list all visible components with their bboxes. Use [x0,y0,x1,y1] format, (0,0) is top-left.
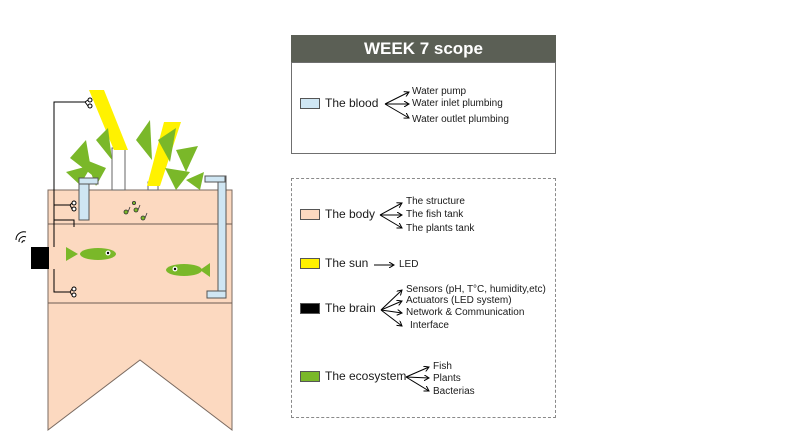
panel-title: WEEK 7 scope [291,35,556,62]
blood-item: Water pump [412,86,467,97]
ecosystem-item: Plants [433,373,461,384]
plant-leaves [66,120,204,190]
ecosystem-item: Bacterias [433,386,475,397]
led-beam-left [89,90,128,150]
brain-item: Sensors (pH, T°C, humidity,etc) [406,284,546,295]
body-swatch [300,209,320,220]
blood-panel [291,62,556,154]
ecosystem-swatch [300,371,320,382]
brain-item: Actuators (LED system) [406,295,512,306]
brain-swatch [300,303,320,314]
blood-swatch [300,98,320,109]
blood-label: The blood [325,96,379,110]
sun-label: The sun [325,256,369,270]
blood-item: Water inlet plumbing [412,98,503,109]
sun-swatch [300,258,320,269]
bacteria [123,200,148,221]
body-item: The structure [406,196,465,207]
body-label: The body [325,207,376,221]
brain-item: Interface [410,320,449,331]
body-item: The fish tank [406,209,464,220]
blood-item: Water outlet plumbing [412,114,509,125]
sun-item: LED [399,259,419,270]
components-panel [291,178,556,418]
brain-label: The brain [325,301,376,315]
fish-right [166,263,210,277]
ecosystem-label: The ecosystem [325,369,407,383]
brain-item: Network & Communication [406,307,525,318]
ecosystem-item: Fish [433,361,452,372]
aquaponics-illustration [15,90,233,432]
body-item: The plants tank [406,223,475,234]
wifi-icon [15,231,27,244]
brain-controller [31,247,49,269]
fish-left [66,247,116,261]
brain-wiring [53,97,93,298]
